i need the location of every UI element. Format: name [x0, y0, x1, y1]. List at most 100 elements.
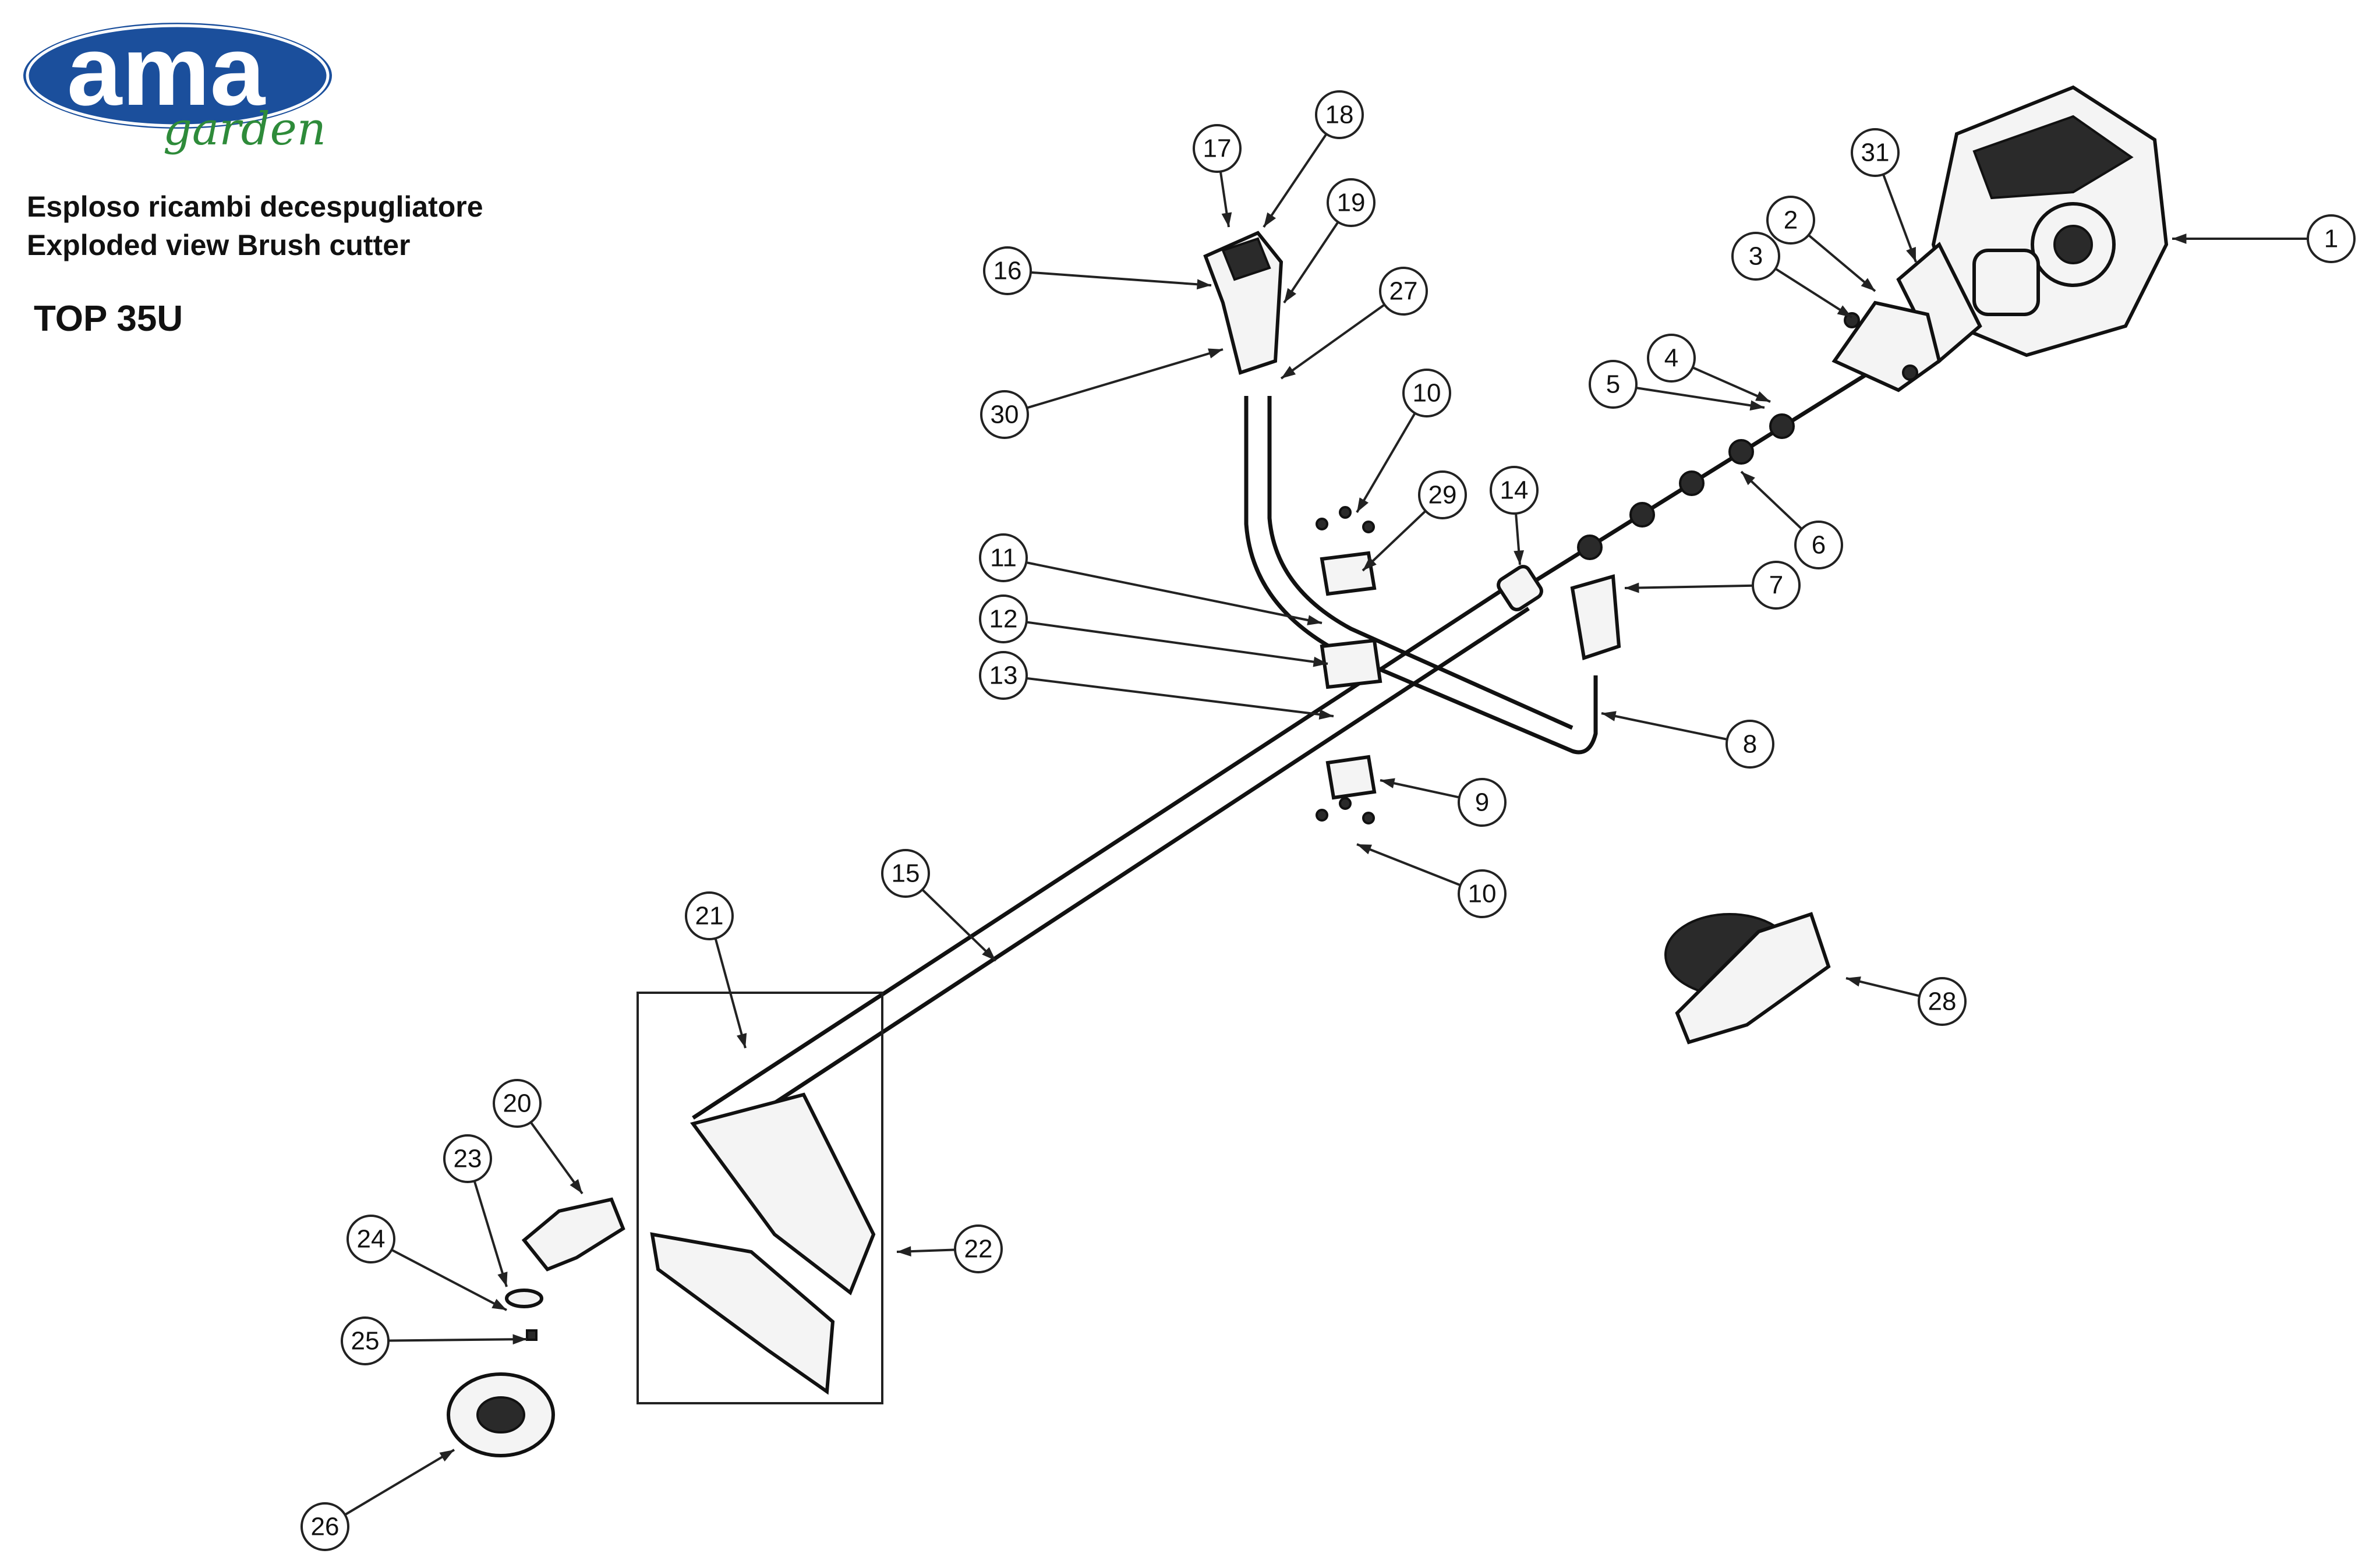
arrowhead-10 [1357, 497, 1369, 512]
leader-line-30 [1004, 348, 1224, 416]
callout-label: 1 [2324, 225, 2338, 253]
callout-label: 5 [1606, 370, 1620, 399]
title-block: Esploso ricambi decespugliatore Exploded… [27, 187, 483, 264]
callout-14: 14 [1490, 466, 1539, 515]
callout-label: 6 [1812, 531, 1826, 560]
title-italian: Esploso ricambi decespugliatore [27, 190, 483, 223]
callout-label: 22 [964, 1235, 993, 1263]
gearbox-icon [521, 1197, 625, 1272]
harness-icon [1664, 912, 1831, 1045]
callout-9: 9 [1458, 778, 1507, 827]
grip-icon [1570, 574, 1621, 660]
leader-line-5 [1613, 383, 1765, 409]
model-name: TOP 35U [34, 299, 183, 339]
callout-label: 9 [1475, 788, 1489, 817]
callout-circle [1327, 178, 1376, 227]
callout-18: 18 [1315, 90, 1364, 139]
callout-label: 12 [989, 605, 1018, 633]
clutch-housing-icon [1831, 300, 1942, 392]
arrowhead-11 [1307, 615, 1322, 625]
leader-line-16 [1007, 270, 1212, 286]
arrowhead-6 [1741, 472, 1755, 486]
callout-circle [2307, 214, 2356, 263]
callout-circle [1379, 267, 1428, 316]
leader-line-12 [1003, 618, 1328, 665]
arrowhead-28 [1846, 976, 1861, 987]
callout-label: 2 [1784, 206, 1798, 235]
callout-17: 17 [1193, 124, 1242, 173]
title-english: Exploded view Brush cutter [27, 229, 411, 261]
arrowhead-21 [736, 1033, 747, 1048]
callout-label: 26 [311, 1513, 340, 1541]
arrowhead-23 [497, 1272, 508, 1287]
arrowhead-16 [1197, 279, 1211, 290]
callout-27: 27 [1379, 267, 1428, 316]
arrowhead-10 [1357, 844, 1372, 855]
callout-circle [1918, 977, 1967, 1026]
callout-31: 31 [1851, 128, 1900, 177]
callout-circle [1851, 128, 1900, 177]
arrowhead-20 [570, 1178, 582, 1194]
callout-3: 3 [1731, 232, 1780, 281]
callout-28: 28 [1918, 977, 1967, 1026]
callout-circle [881, 849, 930, 898]
callout-circle [443, 1134, 492, 1183]
callout-label: 24 [357, 1225, 386, 1254]
callout-circle [341, 1316, 390, 1365]
callout-1: 1 [2307, 214, 2356, 263]
callout-label: 3 [1749, 242, 1763, 271]
logo-brand-text: ama [67, 16, 266, 126]
callout-label: 27 [1389, 277, 1418, 306]
callout-label: 29 [1428, 481, 1457, 509]
callout-label: 20 [503, 1089, 532, 1118]
callout-label: 4 [1664, 344, 1678, 373]
arrowhead-24 [492, 1298, 507, 1310]
callout-label: 13 [989, 661, 1018, 690]
engine-icon [1931, 85, 2169, 358]
logo-sub-text: garden [163, 103, 326, 155]
callout-7: 7 [1752, 561, 1801, 610]
arrowhead-14 [1514, 550, 1524, 565]
guard-kit-box [637, 992, 883, 1404]
callout-circle [1752, 561, 1801, 610]
arrowhead-31 [1906, 247, 1916, 262]
callout-6: 6 [1794, 521, 1843, 569]
callout-circle [983, 246, 1032, 295]
callout-group: 1234567891010111213141516171819202122232… [300, 90, 2356, 1551]
arrowhead-9 [1380, 778, 1395, 788]
callout-circle [493, 1079, 542, 1128]
callout-circle [979, 651, 1028, 700]
callout-label: 23 [454, 1145, 482, 1173]
callout-15: 15 [881, 849, 930, 898]
callout-label: 14 [1500, 476, 1529, 505]
callout-label: 10 [1413, 379, 1441, 408]
callout-22: 22 [954, 1224, 1003, 1273]
callout-circle [300, 1502, 349, 1551]
handle-icon [1203, 231, 1283, 375]
callout-circle [954, 1224, 1003, 1273]
arrowhead-2 [1861, 278, 1875, 291]
callout-8: 8 [1725, 720, 1774, 769]
arrowhead-25 [512, 1334, 527, 1345]
logo-ring [26, 24, 330, 128]
arrowhead-29 [1363, 557, 1377, 571]
callout-21: 21 [685, 891, 734, 940]
coupling-icon [1497, 565, 1543, 611]
callout-circle [346, 1215, 395, 1263]
arrowhead-27 [1281, 366, 1296, 378]
callout-label: 28 [1928, 987, 1957, 1016]
callout-19: 19 [1327, 178, 1376, 227]
callout-circle [685, 891, 734, 940]
arrowhead-7 [1625, 582, 1639, 593]
callout-16: 16 [983, 246, 1032, 295]
arrowhead-5 [1749, 400, 1765, 411]
callout-20: 20 [493, 1079, 542, 1128]
arrowhead-17 [1221, 212, 1232, 227]
callout-label: 16 [993, 257, 1022, 285]
callout-12: 12 [979, 594, 1028, 643]
callout-10: 10 [1402, 369, 1451, 417]
ama-garden-logo: ama garden [17, 16, 338, 155]
arrowhead-15 [982, 947, 996, 961]
arrowhead-19 [1284, 288, 1296, 303]
